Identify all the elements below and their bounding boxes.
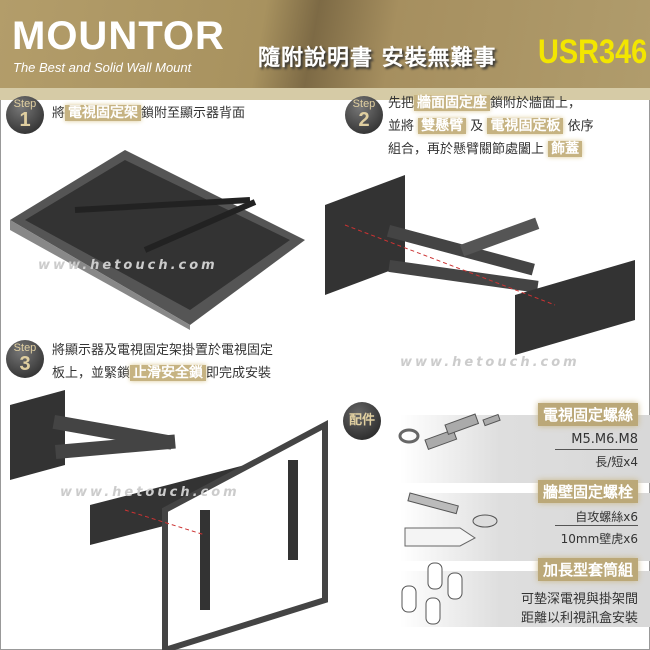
accessory-detail: 距離以利視訊盒安裝 — [520, 611, 638, 626]
watermark: www.hetouch.com — [38, 258, 218, 273]
text: 鎖附至顯示器背面 — [141, 106, 246, 121]
text: 組合，再於懸臂關節處闔上 — [388, 142, 545, 157]
text: 鎖附於牆面上， — [490, 96, 582, 111]
text: 及 — [470, 119, 484, 134]
accessories-badge: 配件 — [343, 402, 381, 440]
tv-screws-icon — [398, 413, 501, 451]
tv-hanging-illustration — [10, 390, 328, 650]
highlight-tv-plate: 電視固定板 — [487, 118, 564, 134]
divider — [555, 525, 638, 526]
step-label: Step — [13, 342, 37, 354]
highlight-wall-plate: 牆面固定座 — [414, 95, 491, 111]
text: 將 — [52, 106, 66, 121]
step-number: 1 — [19, 109, 31, 131]
text: 依序 — [567, 119, 594, 134]
arm-assembly-illustration — [325, 175, 635, 355]
step-3-text: 將顯示器及電視固定架掛置於電視固定 板上，並緊鎖止滑安全鎖即完成安裝 — [52, 340, 332, 385]
accessory-detail: 自攻螺絲x6 — [575, 510, 638, 524]
text: 板上，並緊鎖 — [52, 366, 131, 381]
accessory-title-tv-screws: 電視固定螺絲 — [537, 403, 638, 426]
step-number: 2 — [358, 109, 370, 131]
step-label: Step — [13, 98, 37, 110]
text: 將顯示器及電視固定架掛置於電視固定 — [52, 343, 274, 358]
tv-back-illustration — [10, 150, 305, 330]
accessory-title-wall-bolts: 牆壁固定螺栓 — [537, 480, 638, 503]
step-label: Step — [352, 98, 376, 110]
text: 先把 — [388, 96, 415, 111]
spacer-sleeves-icon — [401, 562, 463, 625]
step-number: 3 — [19, 353, 31, 375]
wall-bolts-icon — [404, 492, 498, 547]
step-1-text: 將電視固定架鎖附至顯示器背面 — [52, 102, 245, 125]
text: 並將 — [388, 119, 415, 134]
page-title: 隨附說明書 安裝無難事 — [258, 46, 497, 71]
watermark: www.hetouch.com — [60, 485, 240, 500]
brand-tagline: The Best and Solid Wall Mount — [13, 60, 192, 75]
highlight-safety-lock: 止滑安全鎖 — [130, 365, 207, 381]
watermark: www.hetouch.com — [400, 355, 580, 370]
header-banner — [0, 0, 650, 92]
model-number: USR346 — [538, 33, 648, 71]
brand-logo: MOUNTOR — [12, 14, 225, 58]
highlight-tv-bracket: 電視固定架 — [65, 105, 142, 121]
accessory-detail: 可墊深電視與掛架間 — [520, 592, 638, 607]
step-2-text: 先把牆面固定座鎖附於牆面上， 並將 雙懸臂 及 電視固定板 依序 組合，再於懸臂… — [388, 92, 648, 161]
accessory-detail: M5.M6.M8 — [571, 432, 638, 447]
accessory-detail: 長/短x4 — [595, 455, 638, 469]
highlight-dual-arm: 雙懸臂 — [418, 118, 467, 134]
divider — [555, 449, 638, 450]
accessory-detail: 10mm壁虎x6 — [560, 532, 638, 546]
text: 即完成安裝 — [206, 366, 272, 381]
highlight-cover: 飾蓋 — [548, 141, 583, 157]
accessory-title-spacers: 加長型套筒組 — [537, 558, 638, 581]
